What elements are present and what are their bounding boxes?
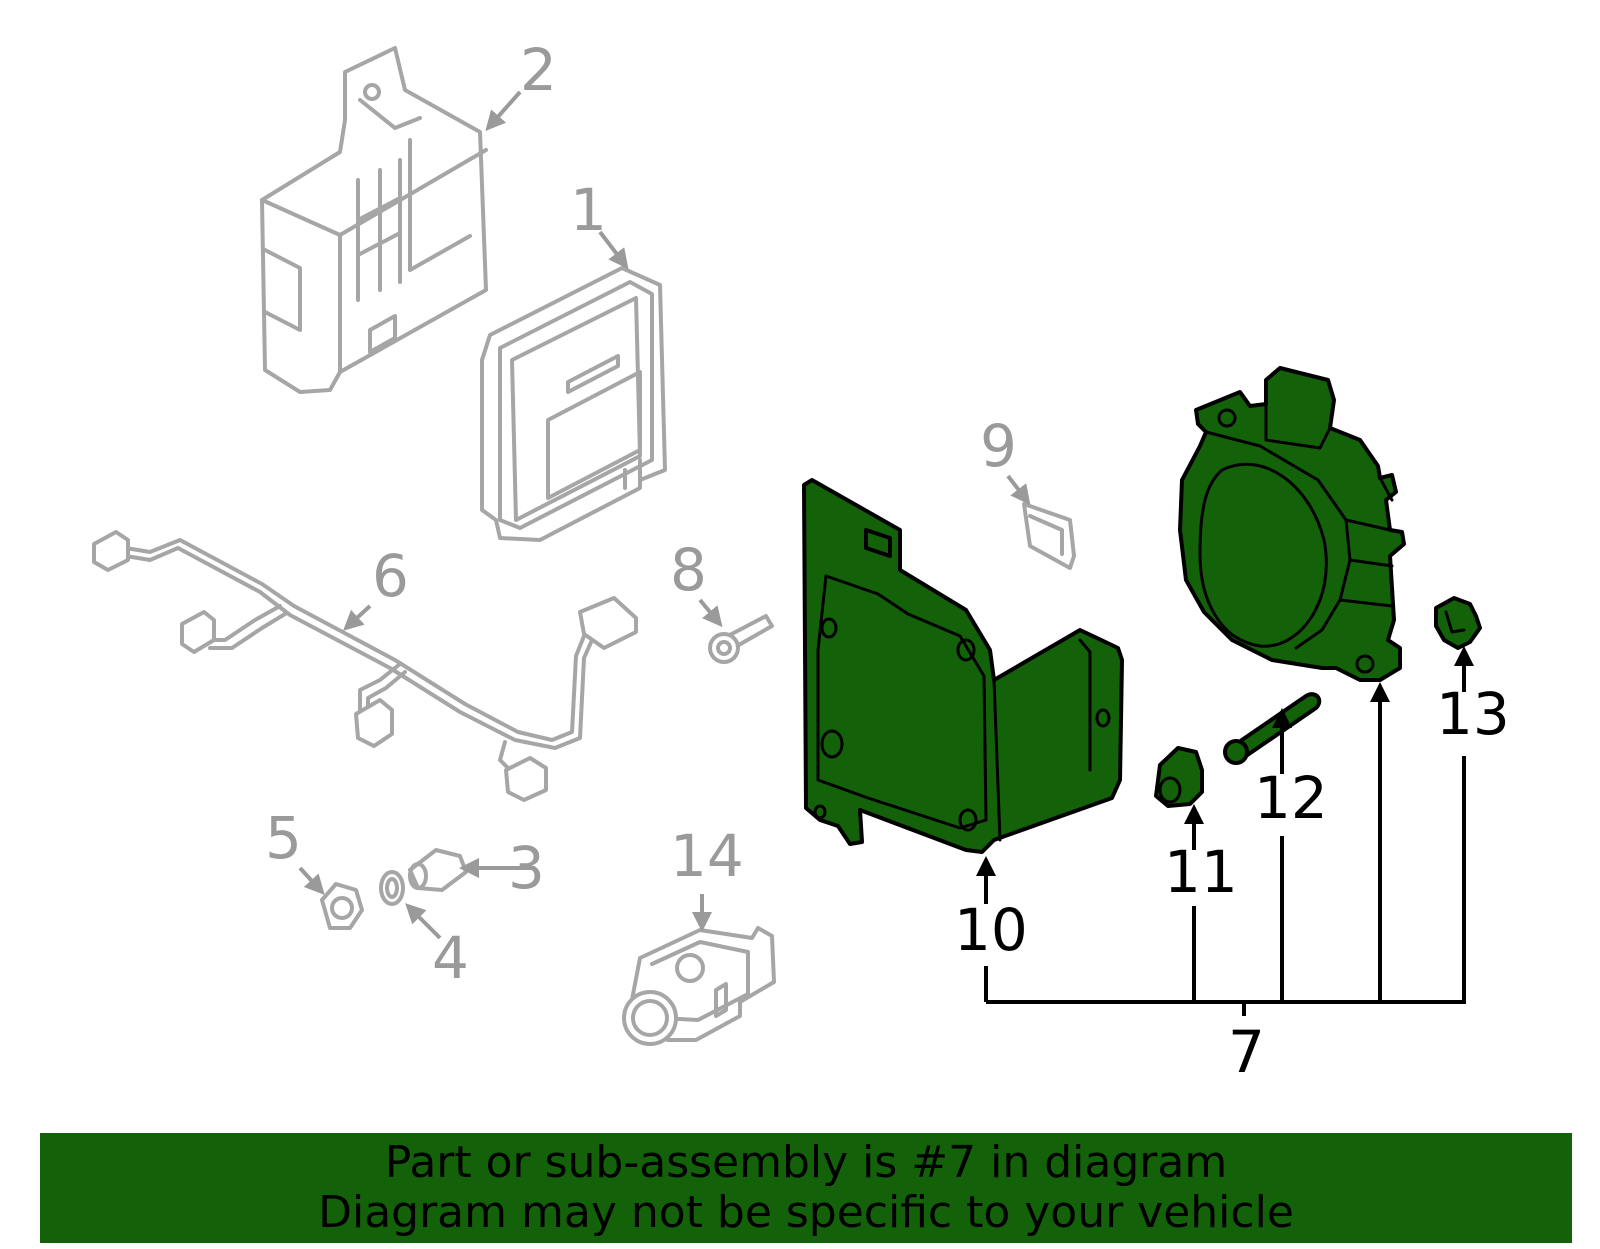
part-11-grommet[interactable] (1154, 746, 1204, 808)
part-7-radar-sensor[interactable] (1178, 366, 1406, 682)
part-5-nut[interactable] (320, 882, 364, 930)
part-14-sensor[interactable] (622, 926, 776, 1046)
callout-6: 6 (372, 542, 409, 610)
callout-1: 1 (570, 176, 607, 244)
part-10-bracket[interactable] (802, 478, 1124, 854)
black-leaders (976, 646, 1474, 1016)
part-12-pin[interactable] (1223, 692, 1322, 765)
part-6-wiring-harness[interactable] (92, 530, 638, 802)
callout-4: 4 (432, 924, 469, 992)
callout-3: 3 (508, 834, 545, 902)
part-13-clip[interactable] (1434, 596, 1482, 650)
info-banner: Part or sub-assembly is #7 in diagram Di… (40, 1133, 1572, 1243)
callout-8: 8 (670, 536, 707, 604)
part-9-plate[interactable] (1022, 502, 1076, 570)
callout-14: 14 (670, 822, 744, 890)
banner-line-2: Diagram may not be specific to your vehi… (318, 1187, 1294, 1238)
callout-11: 11 (1164, 838, 1238, 906)
part-1-control-unit[interactable] (480, 266, 667, 542)
callout-5: 5 (265, 804, 302, 872)
part-3-plug[interactable] (408, 848, 468, 892)
callout-12: 12 (1254, 764, 1328, 832)
part-8-bolt[interactable] (708, 614, 774, 664)
part-2-module-bracket[interactable] (260, 46, 488, 394)
callout-13: 13 (1436, 680, 1510, 748)
callout-2: 2 (520, 36, 557, 104)
callout-7: 7 (1228, 1018, 1265, 1086)
gray-leaders (298, 90, 1031, 940)
banner-line-1: Part or sub-assembly is #7 in diagram (384, 1137, 1228, 1188)
part-4-washer[interactable] (379, 870, 405, 906)
callout-10: 10 (954, 896, 1028, 964)
callout-9: 9 (980, 412, 1017, 480)
